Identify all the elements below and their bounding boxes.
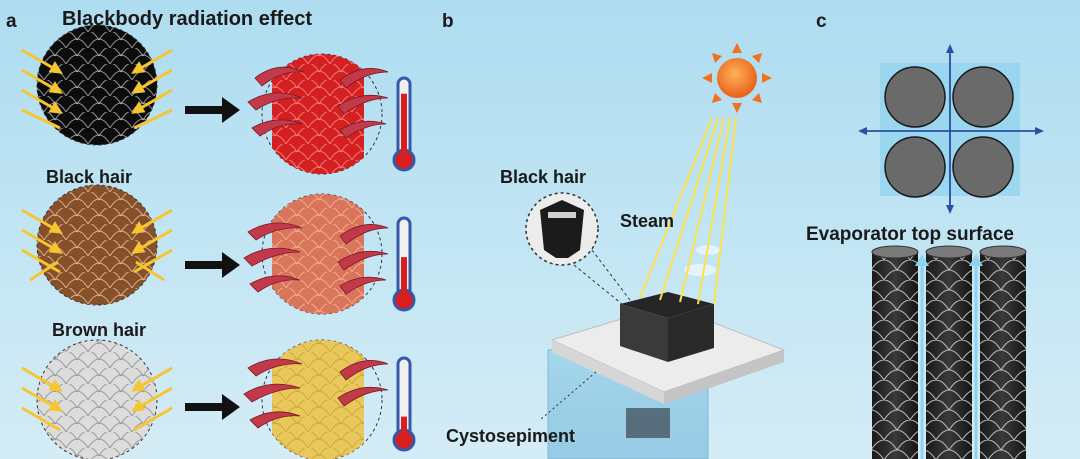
light-rays bbox=[639, 117, 737, 305]
panel-b-letter: b bbox=[442, 11, 454, 32]
black-hair-label: Black hair bbox=[46, 167, 133, 187]
evaporator-label: Evaporator top surface bbox=[806, 224, 1014, 245]
cystosepiment-label: Cystosepiment bbox=[446, 426, 576, 446]
black-block bbox=[620, 292, 714, 362]
light-hair-row bbox=[21, 339, 416, 459]
thermometer-2 bbox=[392, 216, 416, 312]
panel-a-letter: a bbox=[6, 11, 17, 32]
vertical-fibers bbox=[871, 245, 1027, 459]
panel-c-artwork bbox=[858, 44, 1044, 459]
brown-hair-label: Brown hair bbox=[52, 320, 147, 340]
fiber-cross-sections bbox=[884, 66, 1014, 198]
black-hair-row bbox=[21, 24, 416, 175]
thermometer-3 bbox=[392, 356, 416, 452]
panel-a-title: Blackbody radiation effect bbox=[62, 8, 313, 30]
thermometer-1 bbox=[392, 76, 416, 172]
steam-label: Steam bbox=[620, 211, 675, 231]
panel-c-letter: c bbox=[816, 11, 827, 32]
panel-a-artwork bbox=[21, 24, 416, 459]
black-hair-inset-label: Black hair bbox=[500, 167, 587, 187]
panel-b-artwork bbox=[525, 43, 786, 459]
brown-hair-row bbox=[21, 184, 416, 315]
sun-icon bbox=[702, 43, 772, 113]
hair-zoom-inset bbox=[525, 192, 631, 305]
